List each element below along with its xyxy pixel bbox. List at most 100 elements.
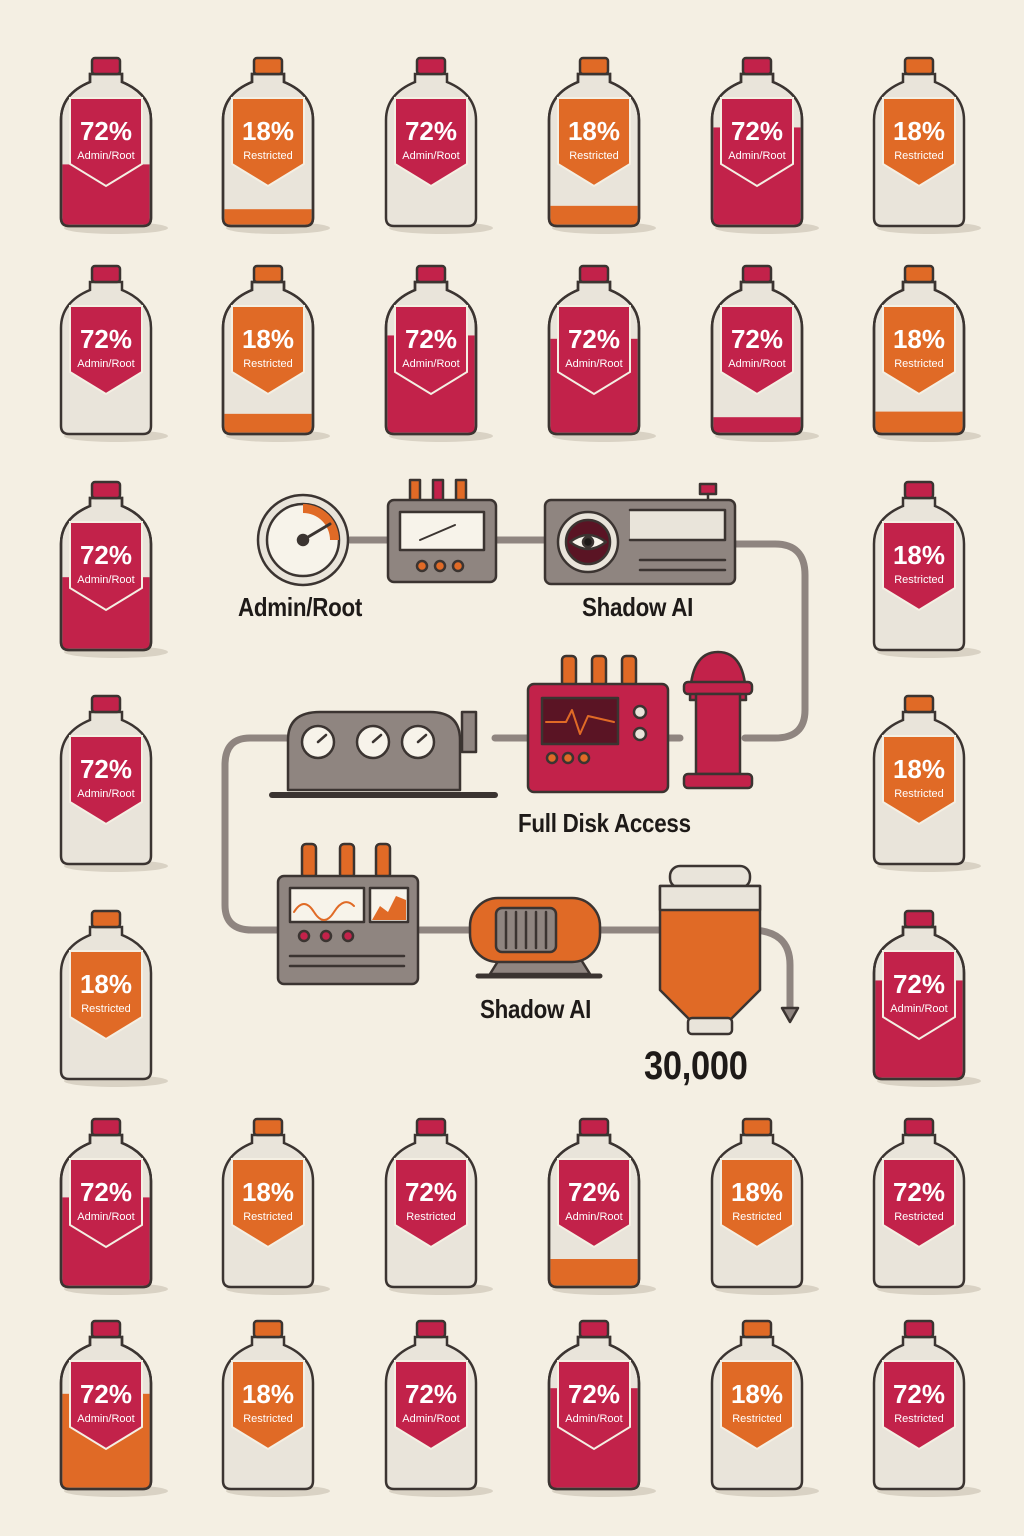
bottle-label: Admin/Root xyxy=(77,150,134,162)
bottle-cap xyxy=(903,694,935,714)
bottle-cap xyxy=(90,694,122,714)
bottle-badge xyxy=(69,521,143,612)
bottle-label: Admin/Root xyxy=(565,1413,622,1425)
bottle-value: 18% xyxy=(242,1177,294,1207)
pump-tower xyxy=(682,650,754,790)
bottle: 72%Admin/Root xyxy=(384,1319,493,1497)
bottle-label: Admin/Root xyxy=(890,1003,947,1015)
bottle-label: Restricted xyxy=(243,1211,293,1223)
bottle-label: Restricted xyxy=(243,1413,293,1425)
bottle-badge xyxy=(394,1360,468,1451)
bottle-liquid xyxy=(224,413,312,433)
bottle-badge xyxy=(882,1158,956,1249)
bottle-label: Admin/Root xyxy=(77,574,134,586)
output-tank xyxy=(658,864,762,1036)
bottle-value: 18% xyxy=(731,1177,783,1207)
bottle-label: Admin/Root xyxy=(77,1413,134,1425)
motor-pump xyxy=(468,896,603,979)
bottle-badge xyxy=(231,1360,305,1451)
bottle-value: 72% xyxy=(893,969,945,999)
bottle-label: Restricted xyxy=(569,150,619,162)
bottle-badge xyxy=(69,305,143,396)
bottle-value: 72% xyxy=(405,324,457,354)
bottle-cap xyxy=(415,1319,447,1339)
bottle-value: 18% xyxy=(242,324,294,354)
bottle-badge xyxy=(394,305,468,396)
bottle: 72%Admin/Root xyxy=(384,56,493,234)
bottle-value: 18% xyxy=(242,1379,294,1409)
bottle-cap xyxy=(578,1117,610,1137)
admin-root-label: Admin/Root xyxy=(238,592,363,622)
bottle-badge xyxy=(882,1360,956,1451)
full-disk-access-label: Full Disk Access xyxy=(518,808,691,838)
bottle-cap xyxy=(578,264,610,284)
output-value: 30,000 xyxy=(644,1044,748,1088)
bottle-liquid xyxy=(550,1259,638,1286)
shadow-ai-bottom-label: Shadow AI xyxy=(480,994,592,1024)
bottle-value: 18% xyxy=(80,969,132,999)
bottle-cap xyxy=(741,1319,773,1339)
bottle-badge xyxy=(69,950,143,1041)
bottle-cap xyxy=(741,264,773,284)
bottle-badge xyxy=(557,1360,631,1451)
triple-dial-panel xyxy=(269,710,498,798)
bottle-value: 18% xyxy=(568,116,620,146)
bottle-value: 72% xyxy=(731,324,783,354)
bottle-value: 72% xyxy=(893,1177,945,1207)
bottle: 18% Restricted xyxy=(221,1319,330,1497)
bottle-cap xyxy=(252,264,284,284)
bottle-label: Admin/Root xyxy=(402,1413,459,1425)
bottle-cap xyxy=(90,1319,122,1339)
shadow-ai-top-label: Shadow AI xyxy=(582,592,694,622)
bottle-label: Restricted xyxy=(81,1003,131,1015)
bottle-badge xyxy=(69,735,143,826)
bottle-label: Restricted xyxy=(894,1211,944,1223)
bottle-badge xyxy=(69,1158,143,1249)
bottle-value: 18% xyxy=(731,1379,783,1409)
bottle-badge xyxy=(394,1158,468,1249)
bottle-cap xyxy=(741,56,773,76)
bottle-cap xyxy=(903,1117,935,1137)
bottle-cap xyxy=(415,56,447,76)
bottle-value: 18% xyxy=(893,116,945,146)
bottle: 18%Restricted xyxy=(872,694,981,872)
bottle: 72%Admin/Root xyxy=(59,1117,168,1295)
bottle-cap xyxy=(90,480,122,500)
pipe-network xyxy=(221,536,809,1024)
bottle: 72%Admin/Root xyxy=(710,56,819,234)
bottle-badge xyxy=(882,97,956,188)
bottle-cap xyxy=(741,1117,773,1137)
oscilloscope-console xyxy=(276,842,420,986)
bottle: 72%Restricted xyxy=(872,1319,981,1497)
bottle: 72% Admin/Root xyxy=(872,909,981,1087)
bottle-liquid xyxy=(550,205,638,225)
bottle-value: 72% xyxy=(568,1379,620,1409)
bottle-label: Admin/Root xyxy=(565,1211,622,1223)
bottle: 72%Admin/Root xyxy=(547,1117,656,1295)
bottle-value: 72% xyxy=(731,116,783,146)
bottle: 72% Admin/Root xyxy=(547,1319,656,1497)
bottle-label: Restricted xyxy=(894,574,944,586)
bottle-value: 72% xyxy=(80,754,132,784)
bottle: 72%Admin/Root xyxy=(547,264,656,442)
bottle-label: Restricted xyxy=(894,150,944,162)
bottle-cap xyxy=(578,56,610,76)
bottle-label: Admin/Root xyxy=(77,1211,134,1223)
bottle-cap xyxy=(252,1117,284,1137)
bottle: 18%Restricted xyxy=(710,1319,819,1497)
bottle-label: Restricted xyxy=(243,150,293,162)
bottle: 18% Restricted xyxy=(547,56,656,234)
bottle-value: 18% xyxy=(893,540,945,570)
bottle-badge xyxy=(557,305,631,396)
bottle: 72%Admin/Root xyxy=(59,1319,168,1497)
bottle-value: 18% xyxy=(893,324,945,354)
bottle-value: 72% xyxy=(568,324,620,354)
bottle: 18% Restricted xyxy=(221,1117,330,1295)
bottle: 72%Admin/Root xyxy=(59,694,168,872)
bottle-badge xyxy=(69,97,143,188)
bottle-cap xyxy=(90,909,122,929)
monitor-console xyxy=(526,654,670,794)
